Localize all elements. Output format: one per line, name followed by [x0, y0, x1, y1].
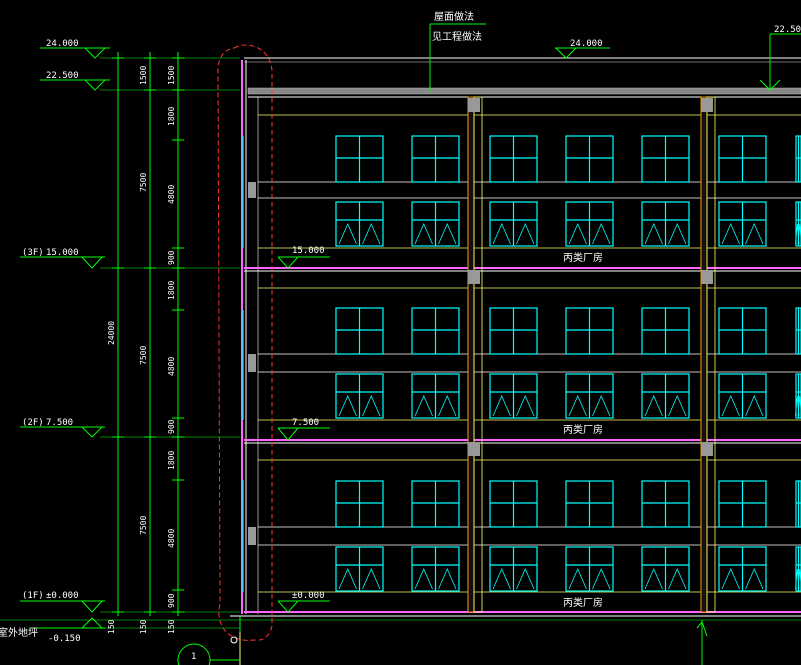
window-lower: [641, 373, 690, 419]
window-upper: [565, 307, 614, 355]
axis-bubble: [177, 616, 708, 665]
dim-parapet: 1500: [139, 66, 148, 85]
elevation-markers-left: [20, 47, 110, 629]
window-lower: [335, 201, 384, 247]
revision-cloud: [217, 44, 273, 641]
elevation-markers-mid: [277, 33, 801, 613]
window-upper: [565, 480, 614, 528]
floor-tag-1f: (1F): [22, 591, 44, 601]
building-outline: [0, 57, 801, 621]
window-upper: [335, 480, 384, 528]
window-lower: [489, 546, 538, 592]
window-lower: [411, 201, 460, 247]
window-lower: [641, 546, 690, 592]
window-upper: [489, 135, 538, 183]
window-upper: [335, 135, 384, 183]
elevation-7-5-left: 7.500: [46, 418, 73, 428]
room-label-3f: 丙类厂房: [563, 251, 603, 264]
dim-total: 24000: [107, 321, 116, 345]
elevation-0-mid: ±0.000: [292, 591, 325, 601]
window-lower: [489, 201, 538, 247]
window-upper: [489, 307, 538, 355]
roof-note-line-2: 见工程做法: [432, 30, 482, 43]
elevation-22-5-right: 22.500: [774, 25, 801, 35]
elevation-7-5-mid: 7.500: [292, 418, 319, 428]
axis-label: 1: [191, 652, 196, 662]
window-lower: [335, 373, 384, 419]
window-lower: [795, 201, 801, 247]
window-lower: [335, 546, 384, 592]
dim-1800-a: 1800: [167, 107, 176, 126]
dim-1800-c: 1800: [167, 451, 176, 470]
window-lower: [489, 373, 538, 419]
dim-150-c: 150: [167, 619, 176, 634]
window-upper: [795, 307, 801, 355]
window-lower: [411, 546, 460, 592]
window-lower: [718, 546, 767, 592]
floor-tag-3f: (3F): [22, 248, 44, 258]
room-label-1f: 丙类厂房: [563, 596, 603, 609]
elevation-0-left: ±0.000: [46, 591, 79, 601]
dim-4800-c: 4800: [167, 529, 176, 548]
window-lower: [565, 546, 614, 592]
dim-900-c: 900: [167, 593, 176, 608]
window-upper: [718, 135, 767, 183]
roof-note-line-1: 屋面做法: [434, 10, 474, 23]
dim-level-1: 7500: [139, 516, 148, 535]
window-upper: [718, 480, 767, 528]
window-upper: [335, 307, 384, 355]
dimension-lines: [100, 52, 240, 629]
window-upper: [411, 307, 460, 355]
window-lower: [718, 373, 767, 419]
dim-150-a: 150: [107, 619, 116, 634]
ground-label: 室外地坪: [0, 626, 38, 639]
window-upper: [411, 135, 460, 183]
elevation-22-5-left: 22.500: [46, 71, 79, 81]
window-lower: [411, 373, 460, 419]
window-upper: [489, 480, 538, 528]
dim-4800-a: 4800: [167, 185, 176, 204]
window-upper: [795, 135, 801, 183]
window-upper: [411, 480, 460, 528]
window-upper: [641, 480, 690, 528]
dimension-texts: 24000 1500 7500 7500 7500 1500 1800 4800…: [107, 66, 176, 634]
window-upper: [641, 307, 690, 355]
elevation-15-mid: 15.000: [292, 246, 325, 256]
window-lower: [565, 201, 614, 247]
elevation-24-left: 24.000: [46, 39, 79, 49]
dim-parapet-inner: 1500: [167, 66, 176, 85]
window-lower: [641, 201, 690, 247]
dim-900-a: 900: [167, 250, 176, 265]
floor-tag-2f: (2F): [22, 418, 44, 428]
dim-4800-b: 4800: [167, 357, 176, 376]
window-lower: [718, 201, 767, 247]
dim-150-b: 150: [139, 619, 148, 634]
elevation-15-left: 15.000: [46, 248, 79, 258]
roof-note: [429, 23, 486, 92]
window-upper: [641, 135, 690, 183]
window-upper: [795, 480, 801, 528]
elevation-ground: -0.150: [48, 634, 81, 644]
dim-1800-b: 1800: [167, 281, 176, 300]
dim-900-b: 900: [167, 419, 176, 434]
dim-level-3: 7500: [139, 173, 148, 192]
elevation-24-mid: 24.000: [570, 39, 603, 49]
windows: [335, 135, 801, 592]
window-lower: [565, 373, 614, 419]
columns: [248, 96, 716, 613]
dim-level-2: 7500: [139, 346, 148, 365]
window-upper: [565, 135, 614, 183]
room-label-2f: 丙类厂房: [563, 423, 603, 436]
window-upper: [718, 307, 767, 355]
